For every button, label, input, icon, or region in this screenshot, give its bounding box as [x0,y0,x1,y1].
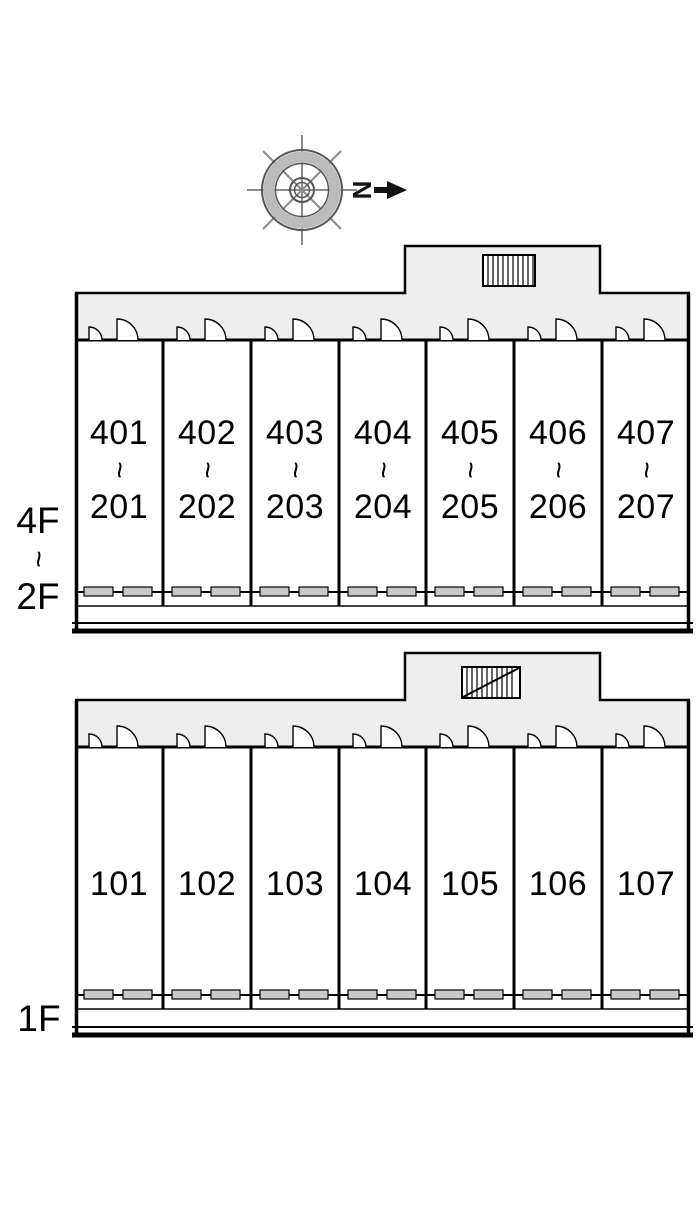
room-number-bottom: 201 [89,488,149,526]
room-label-402-202: 402 ~ 202 [164,412,250,528]
room-label-107: 107 [616,865,676,903]
stairs-icon [461,666,521,699]
room-label-102: 102 [177,865,237,903]
range-tilde-icon: ~ [367,461,400,479]
room-label-105: 105 [440,865,500,903]
room-label-103: 103 [265,865,325,903]
room-number-top: 403 [265,414,325,452]
room-label-407-207: 407 ~ 207 [603,412,689,528]
room-number-bottom: 202 [177,488,237,526]
room-label-101: 101 [89,865,149,903]
room-label-106: 106 [528,865,588,903]
room-number-bottom: 205 [440,488,500,526]
floor-top: 4F [16,500,60,541]
floor-range-tilde-icon: ~ [22,550,55,568]
floor-bottom: 2F [16,576,60,617]
range-tilde-icon: ~ [279,461,312,479]
room-number-top: 407 [616,414,676,452]
lower-room-dividers [161,747,604,1009]
compass-icon [247,135,357,245]
room-number-bottom: 203 [265,488,325,526]
room-label-404-204: 404 ~ 204 [340,412,426,528]
lower-outline-top [75,651,690,702]
range-tilde-icon: ~ [103,461,136,479]
floor-range-label: 4F ~ 2F [6,498,70,620]
range-tilde-icon: ~ [191,461,224,479]
upper-building [72,244,693,634]
compass-north-arrow-icon [374,181,407,199]
upper-room-dividers [161,340,604,606]
room-number-bottom: 207 [616,488,676,526]
room-number-top: 406 [528,414,588,452]
room-number-top: 401 [89,414,149,452]
room-number-bottom: 206 [528,488,588,526]
room-number-top: 402 [177,414,237,452]
room-number-top: 405 [440,414,500,452]
lower-building [72,651,693,1038]
floor-label-1f: 1F [17,998,61,1039]
range-tilde-icon: ~ [542,461,575,479]
stairs-icon [482,254,536,287]
room-label-401-201: 401 ~ 201 [76,412,162,528]
room-number-bottom: 204 [353,488,413,526]
upper-outline-top [75,244,690,295]
range-tilde-icon: ~ [454,461,487,479]
range-tilde-icon: ~ [630,461,663,479]
room-label-405-205: 405 ~ 205 [427,412,513,528]
room-number-top: 404 [353,414,413,452]
room-label-406-206: 406 ~ 206 [515,412,601,528]
room-label-403-203: 403 ~ 203 [252,412,338,528]
compass-north-label: N [347,181,377,200]
room-label-104: 104 [353,865,413,903]
